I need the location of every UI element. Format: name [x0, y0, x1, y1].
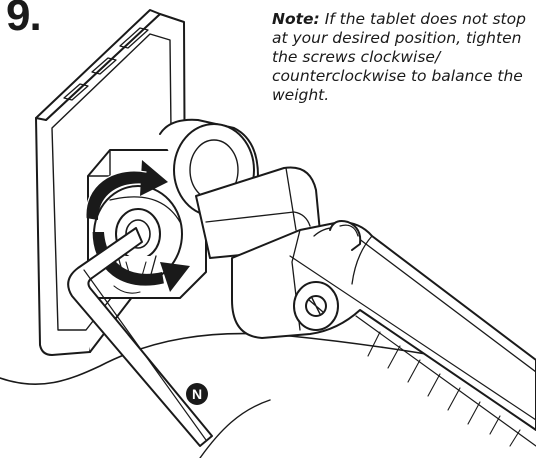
cable-line-lower	[199, 399, 271, 458]
step-number: 9.	[6, 0, 42, 40]
rotation-arrow-icon	[85, 160, 190, 292]
callout-letter: N	[191, 386, 203, 402]
allen-key	[67, 227, 213, 447]
note-text: Note: If the tablet does not stop at you…	[272, 10, 534, 105]
note-body: If the tablet does not stop at your desi…	[272, 10, 526, 104]
rotation-arrow-outline	[85, 170, 165, 287]
part-callout-badge-icon	[186, 383, 208, 405]
gas-spring-arm	[231, 220, 536, 447]
note-label: Note:	[272, 10, 320, 28]
